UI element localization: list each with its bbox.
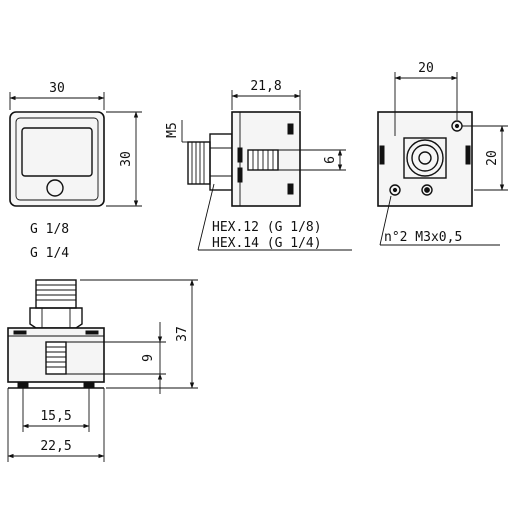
rear-port-icon bbox=[418, 151, 432, 165]
bottom-foot-left bbox=[17, 381, 29, 389]
front-button-icon bbox=[46, 179, 64, 197]
side-hex-label-1: HEX.12 (G 1/8) bbox=[212, 220, 322, 235]
bottom-outer-width-dimension: 22,5 bbox=[40, 439, 71, 454]
bottom-internal-port bbox=[45, 341, 67, 375]
rear-fitting bbox=[403, 137, 447, 179]
side-thread-port bbox=[187, 141, 211, 185]
bottom-view: G 1/8 G 1/4 bbox=[7, 222, 198, 462]
rear-width-dimension: 20 bbox=[418, 61, 434, 76]
front-view-body bbox=[9, 111, 105, 207]
bottom-thread-label-1: G 1/8 bbox=[30, 222, 69, 237]
bottom-foot-right bbox=[83, 381, 95, 389]
bottom-inner-width-dimension: 15,5 bbox=[40, 409, 71, 424]
bottom-thread-lines bbox=[36, 284, 76, 301]
display-window bbox=[21, 127, 93, 177]
rear-mount-hole-bottom bbox=[389, 184, 401, 196]
bottom-thread-port bbox=[35, 279, 77, 309]
side-hex-label-2: HEX.14 (G 1/4) bbox=[212, 236, 322, 251]
bottom-port-dimension: 9 bbox=[141, 354, 156, 362]
rear-holes-leader bbox=[379, 195, 392, 246]
front-view-bezel bbox=[15, 117, 99, 201]
bottom-hex-nut bbox=[29, 307, 83, 329]
side-slot-mark bbox=[237, 147, 243, 163]
side-hex-nut bbox=[209, 133, 233, 191]
front-view: 30 30 bbox=[9, 81, 142, 207]
side-thread-label: M5 bbox=[165, 122, 180, 138]
bottom-thread-label-2: G 1/4 bbox=[30, 246, 69, 261]
rear-holes-label: n°2 M3x0,5 bbox=[384, 230, 462, 245]
bottom-height-dimension: 37 bbox=[175, 326, 190, 342]
rear-view: 20 20 n°2 M3x0,5 bbox=[377, 61, 508, 246]
side-hex-leader bbox=[197, 183, 215, 251]
side-length-dimension: 21,8 bbox=[250, 79, 281, 94]
side-port-dimension: 6 bbox=[323, 156, 338, 164]
front-width-dimension: 30 bbox=[49, 81, 65, 96]
side-thread-lines bbox=[191, 142, 205, 184]
side-view: 21,8 M5 6 HEX.12 (G 1/8) HEX.14 (G 1/4) bbox=[165, 79, 352, 251]
rear-height-dimension: 20 bbox=[485, 150, 500, 166]
front-height-dimension: 30 bbox=[119, 151, 134, 167]
